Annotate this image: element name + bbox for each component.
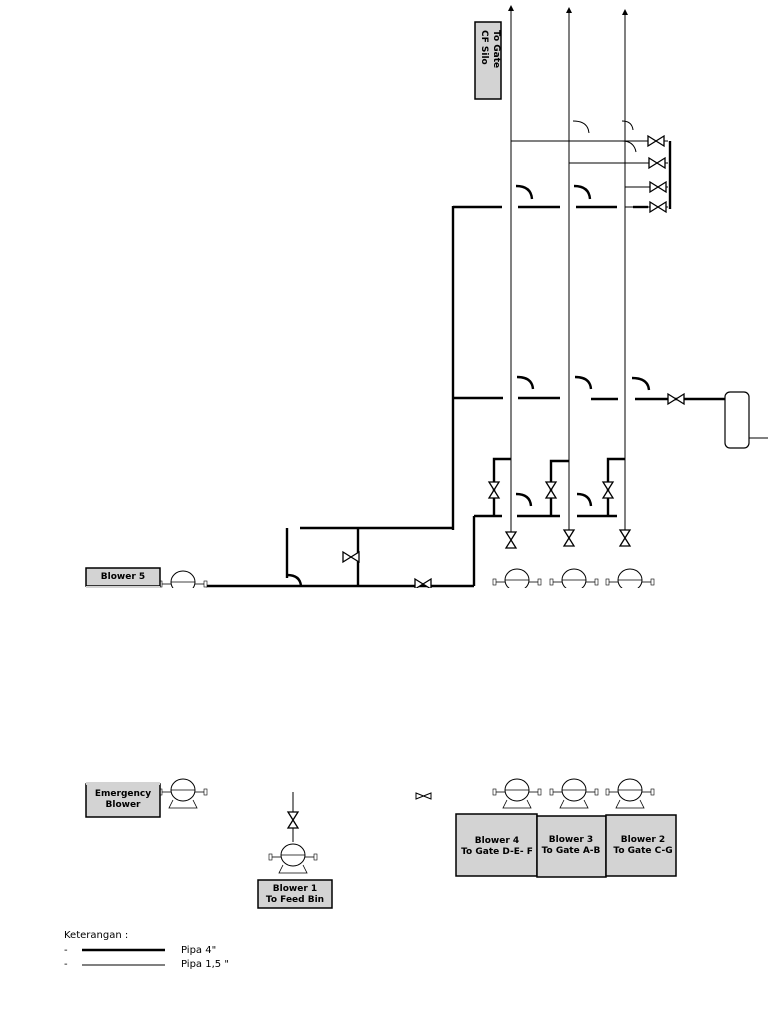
silo-label-line-2: CF Silo: [479, 30, 489, 65]
valve-icon: [619, 529, 631, 547]
blower-3-subtitle: To Gate A-B: [542, 846, 601, 856]
legend: Keterangan : - Pipa 4" - Pipa 1,5 ": [64, 930, 229, 970]
blower-2-title: Blower 2: [621, 835, 665, 845]
blower-5-label: Blower 5: [85, 567, 161, 587]
valve-icon: [488, 481, 500, 499]
blower-1-subtitle: To Feed Bin: [266, 895, 324, 905]
blower-3-title: Blower 3: [549, 835, 593, 845]
valve-icon: [287, 811, 299, 829]
valve-icon: [667, 393, 685, 405]
silo-label-box: To Gate CF Silo: [474, 21, 502, 100]
valve-icon: [563, 529, 575, 547]
blower-5-title: Blower 5: [101, 572, 145, 582]
upper-header: [451, 184, 648, 530]
valve-icon: [647, 135, 665, 147]
blower-4-label: Blower 4 To Gate D-E- F: [455, 813, 538, 877]
blower-4-subtitle: To Gate D-E- F: [461, 847, 533, 857]
legend-title: Keterangan :: [64, 930, 128, 941]
valve-icon: [648, 157, 666, 169]
blower-icon: [268, 843, 318, 874]
valve-icon: [545, 481, 557, 499]
legend-label-thick: Pipa 4": [181, 945, 216, 956]
middle-header: [453, 375, 768, 449]
valve-icon: [602, 481, 614, 499]
blower-1-title: Blower 1: [273, 884, 317, 894]
valve-icon: [505, 531, 517, 549]
blower-5-label-bottom: Emergency Blower: [85, 782, 161, 818]
upper-valve-manifold: [511, 120, 672, 213]
legend-bullet-1: -: [64, 945, 68, 956]
blower-row-bottom: [158, 778, 655, 809]
valve-icon: [414, 578, 432, 590]
blower-1-group: [268, 792, 318, 874]
blower-3-label: Blower 3 To Gate A-B: [536, 815, 607, 878]
silo-risers: [508, 5, 628, 545]
silo-label-line-1: To Gate: [491, 30, 501, 68]
blower-5-line-2: Emergency: [95, 789, 151, 799]
blower-2-subtitle: To Gate C-G: [613, 846, 672, 856]
valve-icon: [649, 201, 667, 213]
tank-icon: [724, 391, 750, 449]
emergency-line: [206, 526, 474, 590]
valve-icon: [649, 181, 667, 193]
valve-icon: [415, 792, 432, 800]
bypass-loops: [472, 457, 631, 586]
legend-bullet-2: -: [64, 959, 68, 970]
blower-5-line-3: Blower: [106, 800, 142, 810]
blower-4-title: Blower 4: [475, 836, 519, 846]
valve-icon: [342, 551, 360, 563]
blower-1-label: Blower 1 To Feed Bin: [257, 879, 333, 909]
legend-label-thin: Pipa 1,5 ": [181, 959, 229, 970]
blower-2-label: Blower 2 To Gate C-G: [605, 814, 677, 877]
